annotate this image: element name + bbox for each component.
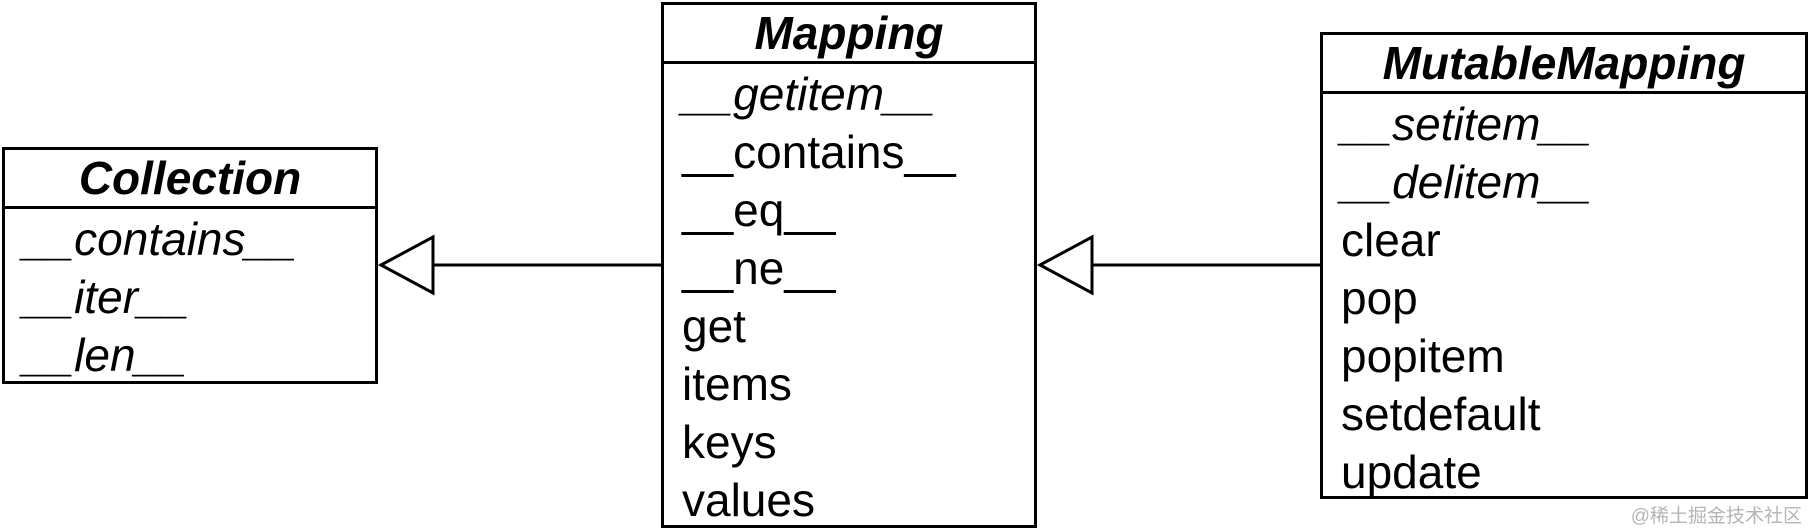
- class-title: Collection: [5, 150, 375, 209]
- abstract-method: __delitem__: [1341, 156, 1592, 208]
- watermark: @稀土掘金技术社区: [1630, 506, 1802, 527]
- concrete-method: items: [682, 358, 792, 410]
- class-mapping: Mapping __getitem__ __contains__ __eq__ __n…: [661, 2, 1037, 528]
- concrete-method: popitem: [1341, 330, 1505, 382]
- concrete-method: __ne__: [682, 242, 836, 294]
- concrete-method: keys: [682, 416, 777, 468]
- class-collection: Collection __contains__ __iter__ __len__: [2, 147, 378, 384]
- class-mutable-mapping: MutableMapping __setitem__ __delitem__cle…: [1320, 32, 1808, 499]
- abstract-method: __iter__: [23, 271, 190, 323]
- abstract-method: __len__: [23, 329, 187, 381]
- abstract-method: __getitem__: [682, 68, 936, 120]
- member-list: __setitem__ __delitem__clear pop popitem set…: [1323, 94, 1805, 501]
- inheritance-mapping-to-collection: [377, 234, 661, 296]
- inheritance-arrowhead: [1036, 234, 1094, 296]
- class-title: Mapping: [664, 5, 1034, 64]
- abstract-method: __setitem__: [1341, 98, 1592, 150]
- inheritance-arrowhead: [377, 234, 435, 296]
- concrete-method: __contains__: [682, 126, 956, 178]
- concrete-method: get: [682, 300, 746, 352]
- abstract-method: __contains__: [23, 213, 297, 265]
- member-list: __getitem__ __contains__ __eq__ __ne__get it…: [664, 64, 1034, 529]
- concrete-method: update: [1341, 446, 1482, 498]
- member-list: __contains__ __iter__ __len__: [5, 209, 375, 384]
- inheritance-mutablemapping-to-mapping: [1036, 234, 1320, 296]
- concrete-method: clear: [1341, 214, 1441, 266]
- concrete-method: __eq__: [682, 184, 836, 236]
- concrete-method: setdefault: [1341, 388, 1541, 440]
- concrete-method: values: [682, 474, 815, 526]
- class-title: MutableMapping: [1323, 35, 1805, 94]
- concrete-method: pop: [1341, 272, 1418, 324]
